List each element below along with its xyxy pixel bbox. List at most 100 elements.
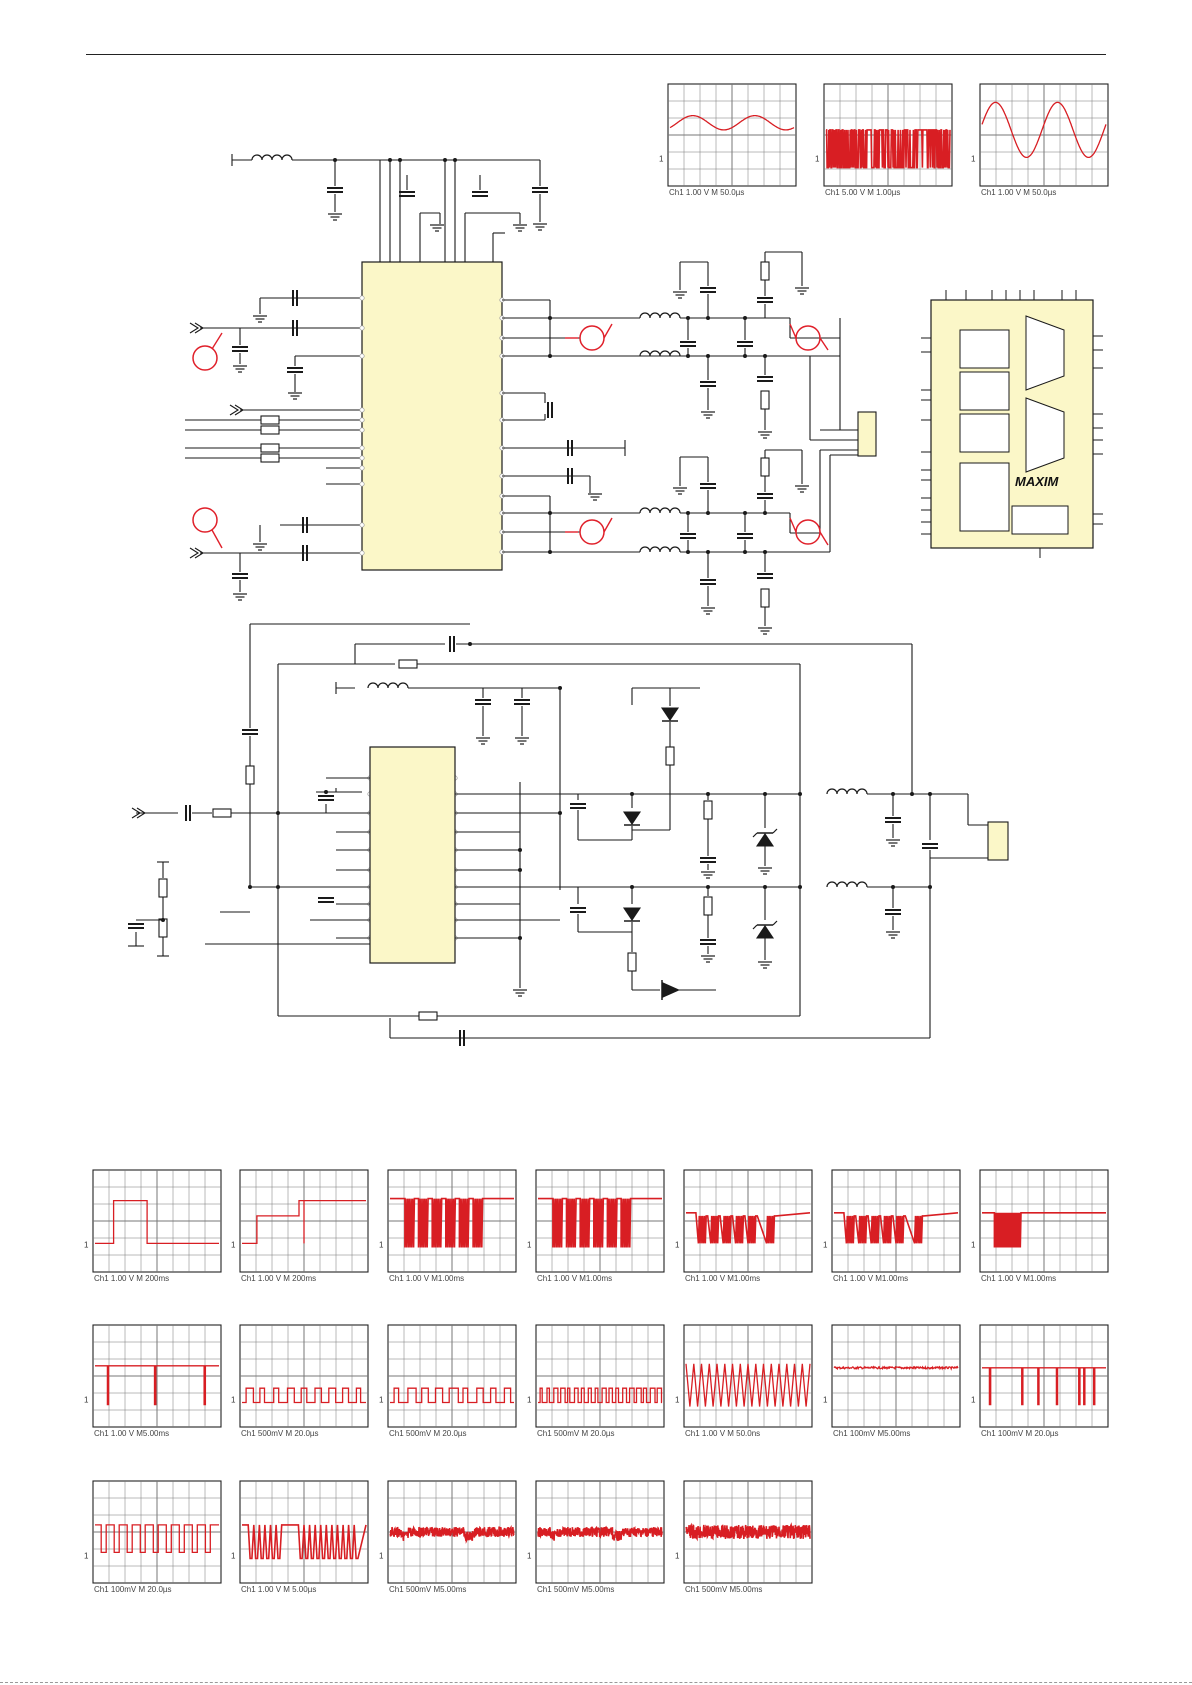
connector-upper bbox=[857, 411, 877, 457]
probe-marker-3 bbox=[579, 325, 605, 351]
channel-marker: 1 bbox=[971, 155, 976, 164]
upper-circuit bbox=[231, 154, 549, 262]
channel-marker: 1 bbox=[675, 1396, 680, 1405]
channel-marker: 1 bbox=[527, 1396, 532, 1405]
junction-dots bbox=[161, 158, 932, 940]
pin-dot bbox=[359, 417, 365, 423]
channel-marker: 1 bbox=[675, 1552, 680, 1561]
scope-trace bbox=[834, 1212, 959, 1244]
scope-label: Ch1 500mV M5.00ms bbox=[537, 1585, 614, 1594]
scope-label: Ch1 500mV M 20.0µs bbox=[537, 1429, 615, 1438]
channel-marker: 1 bbox=[659, 155, 664, 164]
scope-label: Ch1 500mV M 20.0µs bbox=[241, 1429, 319, 1438]
channel-marker: 1 bbox=[84, 1241, 89, 1250]
pin-dot bbox=[359, 550, 365, 556]
footer-rule bbox=[0, 1682, 1192, 1683]
tvs-diode-2 bbox=[752, 920, 778, 939]
scope-label: Ch1 1.00 V M5.00ms bbox=[94, 1429, 169, 1438]
scope-trace bbox=[981, 101, 1107, 159]
pin-dot bbox=[359, 455, 365, 461]
scope-label: Ch1 500mV M 20.0µs bbox=[389, 1429, 467, 1438]
scope-trace bbox=[242, 1387, 366, 1404]
scope-trace bbox=[825, 129, 951, 169]
scope-trace bbox=[242, 1524, 367, 1560]
scope-trace bbox=[686, 1212, 811, 1244]
scope-label: Ch1 1.00 V M1.00ms bbox=[981, 1274, 1056, 1283]
upper-ic bbox=[361, 261, 503, 571]
diode-3 bbox=[623, 907, 641, 922]
scope-label: Ch1 1.00 V M1.00ms bbox=[685, 1274, 760, 1283]
scope-label: Ch1 100mV M5.00ms bbox=[833, 1429, 910, 1438]
scope-label: Ch1 1.00 V M 50.0µs bbox=[981, 188, 1056, 197]
scope-label: Ch1 100mV M 20.0µs bbox=[94, 1585, 172, 1594]
scope-trace bbox=[95, 1199, 219, 1245]
scope-label: Ch1 1.00 V M1.00ms bbox=[537, 1274, 612, 1283]
channel-marker: 1 bbox=[527, 1241, 532, 1250]
scope-label: Ch1 1.00 V M1.00ms bbox=[833, 1274, 908, 1283]
upper-filter-network bbox=[672, 251, 810, 635]
scope-trace bbox=[390, 1197, 514, 1248]
scope-trace bbox=[95, 1365, 219, 1406]
probe-marker-1 bbox=[192, 345, 218, 371]
diode-2 bbox=[623, 811, 641, 826]
scope-label: Ch1 5.00 V M 1.00µs bbox=[825, 188, 900, 197]
scope-trace bbox=[669, 114, 795, 131]
channel-marker: 1 bbox=[379, 1552, 384, 1561]
channel-marker: 1 bbox=[823, 1396, 828, 1405]
channel-marker: 1 bbox=[231, 1241, 236, 1250]
scope-label: Ch1 1.00 V M 5.00µs bbox=[241, 1585, 316, 1594]
header-rule bbox=[86, 54, 1106, 55]
channel-marker: 1 bbox=[971, 1396, 976, 1405]
scope-trace bbox=[390, 1387, 514, 1404]
pin-dot bbox=[359, 427, 365, 433]
scope-trace bbox=[833, 1365, 959, 1371]
probe-marker-5 bbox=[579, 519, 605, 545]
scope-trace bbox=[95, 1524, 219, 1554]
scope-trace bbox=[537, 1525, 663, 1542]
scope-label: Ch1 500mV M5.00ms bbox=[389, 1585, 466, 1594]
scope-label: Ch1 1.00 V M1.00ms bbox=[389, 1274, 464, 1283]
probe-marker-6 bbox=[795, 519, 821, 545]
scope-trace bbox=[982, 1212, 1106, 1248]
scope-label: Ch1 1.00 V M 50.0µs bbox=[669, 188, 744, 197]
scope-trace bbox=[982, 1367, 1106, 1406]
scope-trace bbox=[389, 1524, 515, 1544]
probe-marker-2 bbox=[192, 507, 218, 533]
channel-marker: 1 bbox=[84, 1396, 89, 1405]
tvs-diode-1 bbox=[752, 828, 778, 847]
pin-dot bbox=[359, 465, 365, 471]
maxim-block-diagram: MAXIM bbox=[921, 290, 1103, 558]
pin-dot bbox=[359, 295, 365, 301]
pin-dot bbox=[359, 325, 365, 331]
scope-label: Ch1 100mV M 20.0µs bbox=[981, 1429, 1059, 1438]
scope-trace bbox=[538, 1197, 662, 1248]
scope-label: Ch1 1.00 V M 200ms bbox=[241, 1274, 316, 1283]
channel-marker: 1 bbox=[84, 1552, 89, 1561]
scope-label: Ch1 1.00 V M 200ms bbox=[94, 1274, 169, 1283]
connector-lower bbox=[987, 821, 1009, 861]
scope-label: Ch1 1.00 V M 50.0ns bbox=[685, 1429, 760, 1438]
channel-marker: 1 bbox=[675, 1241, 680, 1250]
channel-marker: 1 bbox=[379, 1396, 384, 1405]
